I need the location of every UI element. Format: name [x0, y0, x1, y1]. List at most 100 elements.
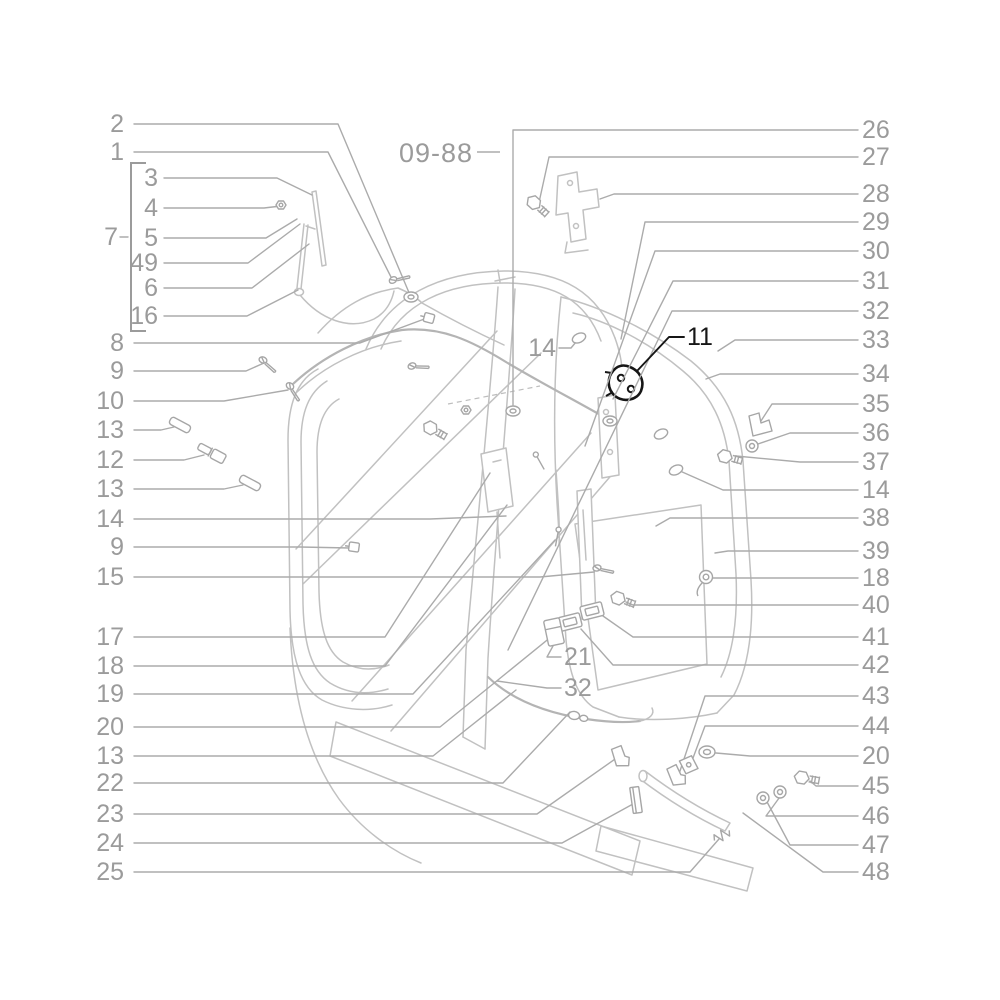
nut-part [275, 200, 287, 210]
cable-end-fitting-part [567, 710, 589, 723]
leader-line-32 [496, 680, 562, 689]
leader-line-13 [133, 426, 175, 431]
callout-8: 8 [110, 329, 124, 357]
leader-line-35 [758, 403, 859, 425]
callout-14: 14 [862, 476, 890, 504]
bushing-part [698, 745, 716, 759]
roof-outline [365, 270, 616, 350]
nut-part [460, 405, 472, 415]
callout-3: 3 [144, 164, 158, 192]
callout-27: 27 [862, 143, 890, 171]
leader-line-13 [133, 689, 517, 757]
wiper-arm [296, 223, 316, 290]
right-frame-bottom [618, 712, 718, 721]
leader-line-6 [163, 243, 310, 289]
leader-line-34 [705, 373, 859, 380]
callout-20: 20 [96, 713, 124, 741]
small-parts-layer [168, 195, 821, 842]
leader-line-30 [584, 250, 859, 447]
grommet-part [403, 291, 419, 303]
latch-cable [555, 469, 561, 546]
callout-34: 34 [862, 360, 890, 388]
clip-part [344, 541, 361, 553]
callout-6: 6 [144, 274, 158, 302]
callout-12: 12 [96, 446, 124, 474]
screw-part [388, 275, 411, 285]
callout-2: 2 [110, 110, 124, 138]
leader-line-24 [133, 803, 634, 844]
leader-line-48 [742, 812, 859, 873]
bolt-part [610, 590, 637, 609]
leader-lines-layer [119, 123, 859, 873]
leader-line-47 [765, 799, 859, 846]
grommet-part [505, 405, 521, 417]
left-frame-inner [300, 380, 389, 694]
leader-line-37 [735, 455, 859, 463]
right-frame-outer [560, 296, 753, 714]
callout-28: 28 [862, 180, 890, 208]
hinge-hole [606, 448, 614, 456]
callout-1: 1 [110, 138, 124, 166]
roof-edge [421, 302, 505, 346]
leader-line-42 [580, 628, 859, 666]
callout-10: 10 [96, 387, 124, 415]
callout-14: 14 [528, 334, 556, 362]
callout-49: 49 [130, 249, 158, 277]
leader-line-13 [133, 484, 244, 490]
callout-23: 23 [96, 800, 124, 828]
glass-edge [295, 330, 498, 550]
hinge-hole [602, 408, 610, 416]
left-frame-seal [316, 398, 390, 670]
pin-part [532, 451, 545, 470]
pillar-top-tab [494, 269, 516, 283]
check-arm-cap [638, 769, 648, 783]
diagram-code: 09-88 [399, 138, 473, 168]
callout-44: 44 [862, 712, 890, 740]
slide-rail-slot [582, 509, 587, 561]
slide-rail [576, 488, 597, 620]
screw-part [285, 381, 301, 402]
callout-18: 18 [96, 652, 124, 680]
right-frame-inner [572, 312, 738, 678]
leader-line-41 [602, 615, 859, 638]
leader-line-14 [679, 470, 859, 491]
rocker-switch-part [579, 601, 605, 621]
callout-24: 24 [96, 829, 124, 857]
washer-part [745, 439, 759, 453]
lock-rod [492, 459, 502, 559]
leader-line-4 [163, 205, 282, 209]
callout-25: 25 [96, 858, 124, 886]
leader-line-39 [714, 550, 859, 554]
bolt-part [793, 770, 821, 785]
leader-line-2 [133, 123, 411, 296]
right-frame-left-edge [553, 296, 620, 718]
bracket-part [610, 744, 630, 767]
callout-43: 43 [862, 682, 890, 710]
wear-plate-part [629, 785, 643, 815]
callout-30: 30 [862, 237, 890, 265]
check-valve-part [197, 442, 227, 464]
callout-labels-layer: 09-88 2134549616789101312131491517181920… [96, 110, 890, 886]
washer-part [773, 785, 787, 799]
leader-line-38 [655, 517, 859, 527]
cable-weight-part [554, 526, 562, 547]
leader-line-29 [620, 221, 859, 340]
leader-line-20 [715, 752, 859, 757]
leader-line-31 [612, 280, 859, 400]
lock-actuator [480, 447, 514, 513]
leader-line-27 [537, 156, 859, 208]
callout-5: 5 [144, 224, 158, 252]
leader-line-14 [558, 341, 577, 349]
callout-39: 39 [862, 537, 890, 565]
callout-13: 13 [96, 742, 124, 770]
harness-connector-part [696, 569, 714, 597]
wiper-blade [311, 190, 327, 267]
callout-33: 33 [862, 326, 890, 354]
screw-part [258, 356, 277, 374]
highlighted-part-11 [604, 364, 644, 402]
callout-32: 32 [564, 674, 592, 702]
leader-line-8 [133, 317, 428, 344]
screw-part [592, 564, 615, 574]
leader-line-43 [678, 695, 859, 775]
